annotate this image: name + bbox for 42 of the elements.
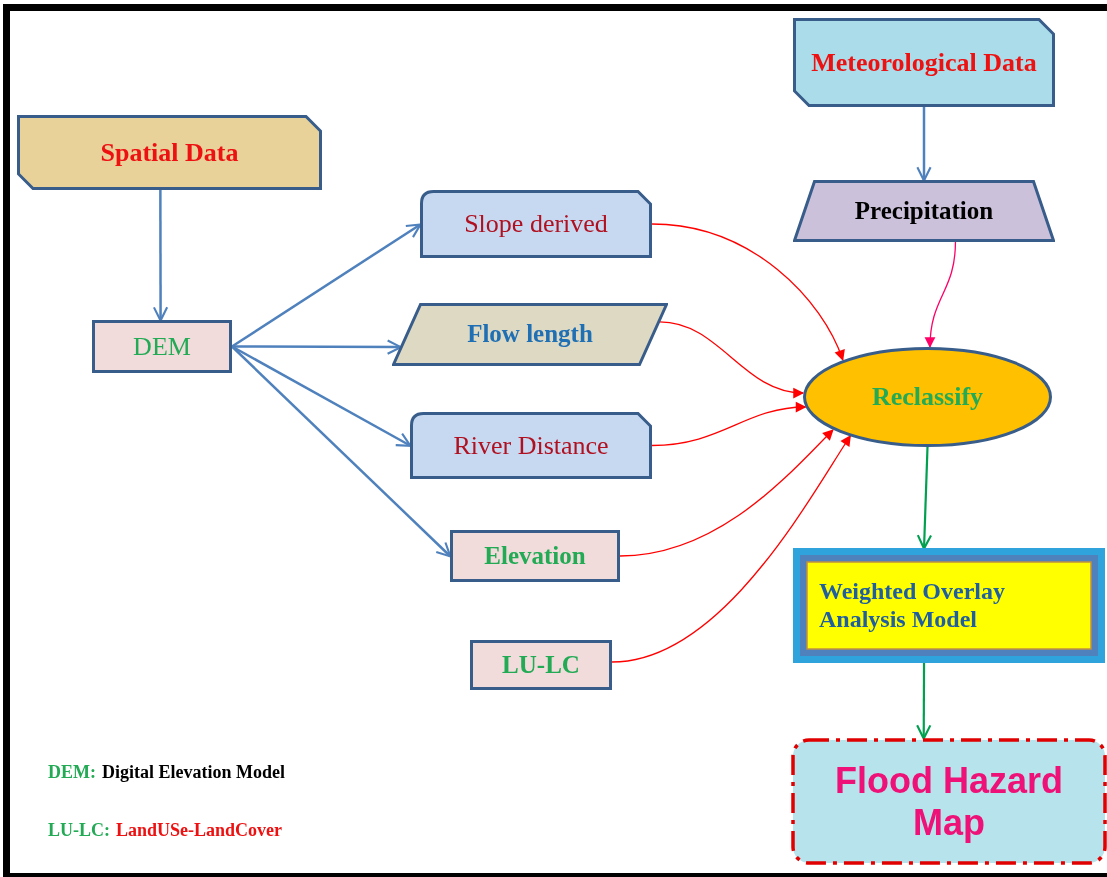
process-box [92, 320, 232, 373]
node-label: Elevation [484, 541, 586, 571]
node-label: Meteorological Data [811, 47, 1037, 78]
arrow [231, 345, 411, 447]
process-ellipse [803, 347, 1052, 447]
node-label: LU-LC [502, 650, 580, 680]
process-box [410, 412, 652, 479]
arrow [611, 435, 851, 663]
model-box [793, 548, 1105, 663]
arrow [619, 429, 834, 557]
trapezoid-box [793, 180, 1055, 242]
arrow [231, 345, 451, 557]
arrow [659, 321, 805, 398]
node-label: Reclassify [871, 382, 984, 412]
data-source-box [17, 115, 322, 190]
arrow [231, 223, 421, 348]
process-box [470, 640, 612, 690]
output-box [791, 738, 1107, 865]
node-label: Weighted Overlay Analysis Model [819, 577, 1006, 634]
arrow [153, 190, 168, 321]
node-label: Flood Hazard Map [834, 760, 1064, 843]
node-label: Slope derived [464, 209, 608, 239]
abbreviation-term: DEM: [48, 762, 96, 783]
parallelogram-box [392, 303, 668, 366]
process-box [420, 190, 652, 258]
arrow [916, 107, 932, 181]
arrow [651, 223, 845, 361]
node-label: Spatial Data [100, 137, 239, 168]
process-box [450, 530, 620, 582]
arrow [232, 340, 402, 355]
arrow [925, 241, 957, 349]
arrow [917, 446, 932, 549]
data-source-box [793, 18, 1055, 107]
arrow [916, 663, 931, 739]
abbreviation-definition: Digital Elevation Model [102, 762, 285, 783]
node-label: River Distance [453, 430, 609, 461]
arrow [651, 402, 807, 447]
node-label: Precipitation [854, 196, 994, 226]
abbreviation-definition: LandUSe-LandCover [116, 820, 283, 841]
node-label: DEM [133, 331, 191, 362]
abbreviation-term: LU-LC: [48, 820, 110, 841]
node-label: Flow length [467, 320, 593, 349]
